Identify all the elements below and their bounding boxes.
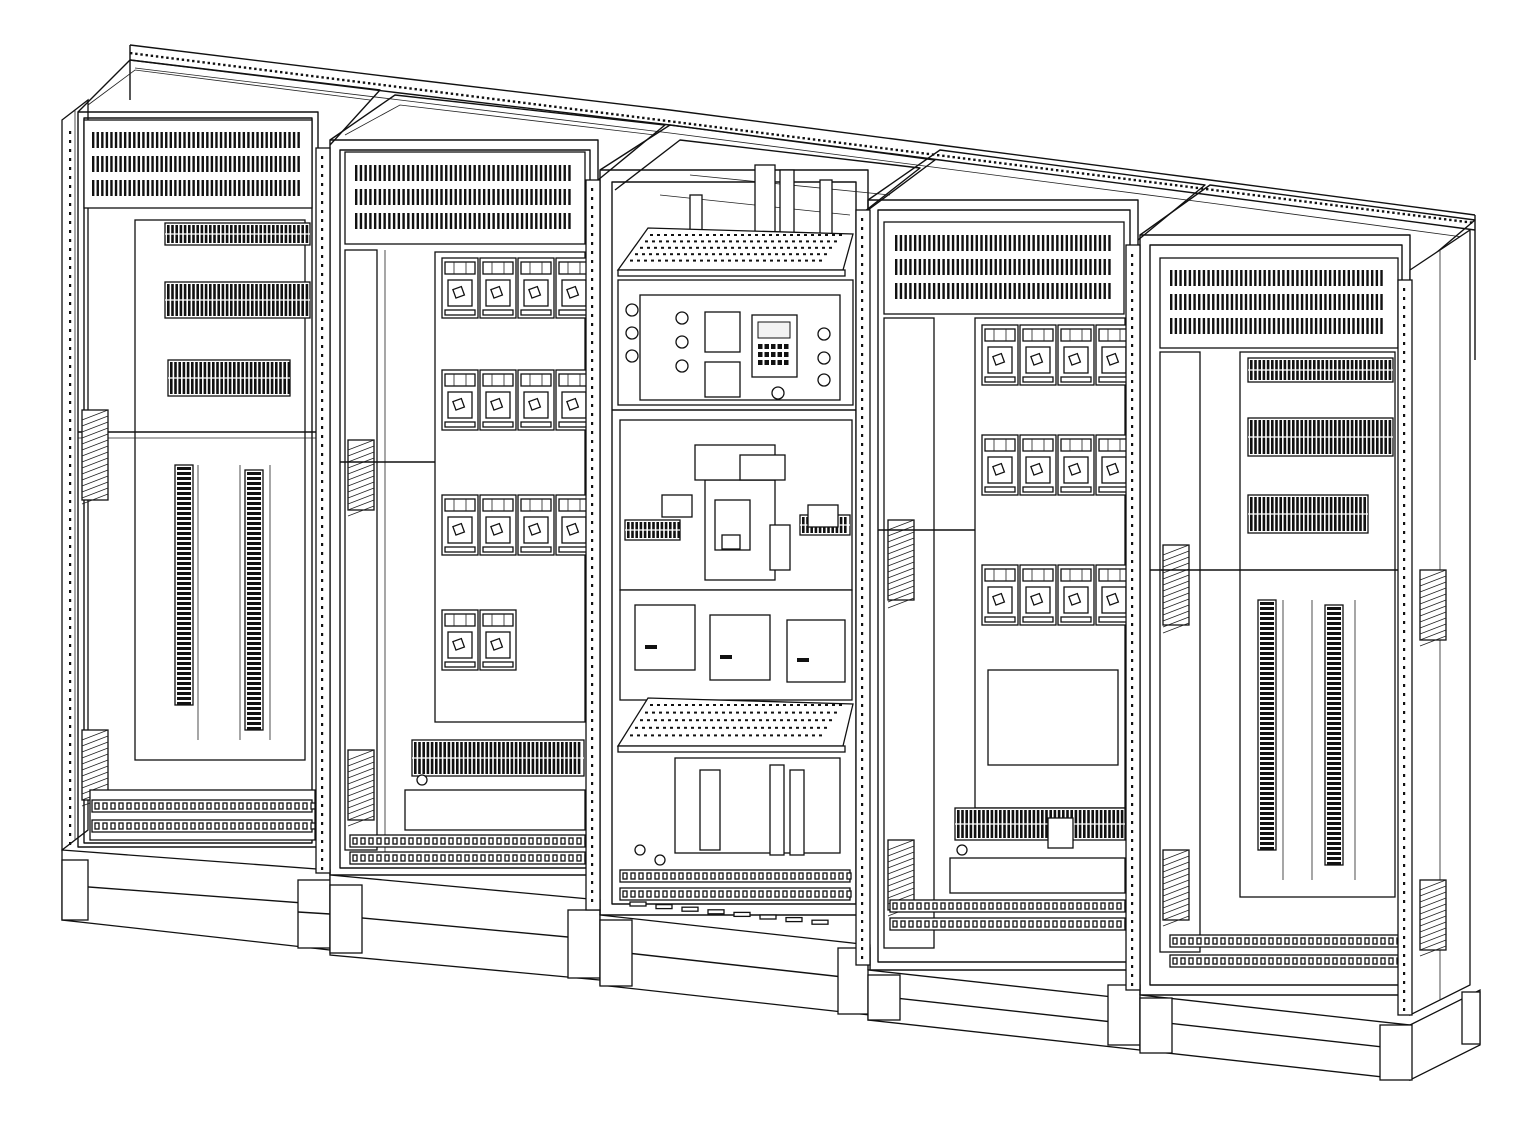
indicator-lamp-icon [817, 351, 831, 365]
bay-5-vertical-terminal-strip-2 [1324, 604, 1344, 866]
circuit-breaker-icon [441, 494, 479, 556]
circuit-breaker-icon [517, 257, 555, 319]
bay-2-terminal-rail [411, 739, 585, 777]
circuit-breaker-icon [1019, 434, 1057, 496]
analog-meter-icon [704, 311, 741, 353]
circuit-breaker-icon [479, 609, 517, 671]
circuit-breaker-icon [981, 564, 1019, 626]
bay-3-perforated-shelf-top [616, 227, 854, 277]
cabinet-bay-3 [599, 124, 936, 1016]
bay-3-control-panel [617, 279, 854, 406]
bay-5-terminal-rail-1 [1247, 357, 1394, 383]
indicator-lamp-icon [675, 335, 689, 349]
bay-1-terminal-rail-3 [167, 359, 291, 397]
frame-posts [315, 147, 1413, 1016]
bay-1-floor-rails [89, 789, 316, 841]
circuit-breaker-icon [1057, 434, 1095, 496]
indicator-lamp-icon [817, 373, 831, 387]
contactor-icon [634, 604, 696, 671]
bay-1-vertical-terminal-strip-1 [174, 464, 194, 706]
bay-3-perforated-shelf-bottom [616, 697, 854, 753]
bay-1-terminal-rail-1 [164, 222, 311, 246]
contactor-icon [786, 619, 846, 683]
analog-meter-icon [704, 361, 741, 398]
bay-4-terminal-rail [954, 807, 1126, 841]
indicator-lamp-icon [675, 359, 689, 373]
circuit-breaker-icon [479, 494, 517, 556]
circuit-breaker-icon [1057, 324, 1095, 386]
bay-5-vertical-terminal-strip-1 [1257, 599, 1277, 851]
bay-4-plinth [867, 969, 1141, 1051]
indicator-lamp-icon [625, 326, 639, 340]
circuit-breaker-icon [1019, 564, 1057, 626]
circuit-breaker-icon [441, 369, 479, 431]
bay-3-lower-terminals [634, 757, 841, 866]
bay-5-plinth [1139, 988, 1481, 1082]
bay-3-plinth [599, 901, 871, 1016]
indicator-lamp-icon [625, 303, 639, 317]
bay-1-vertical-terminal-strip-2 [244, 469, 264, 731]
bay-4-breaker-row-3 [981, 564, 1133, 626]
bay-1-plinth [61, 849, 331, 951]
circuit-breaker-icon [1057, 564, 1095, 626]
bay-2-breaker-row-3 [441, 494, 593, 556]
circuit-breaker-icon [981, 324, 1019, 386]
circuit-breaker-icon [479, 257, 517, 319]
circuit-breaker-icon [981, 434, 1019, 496]
circuit-breaker-icon [517, 494, 555, 556]
circuit-breaker-icon [441, 257, 479, 319]
indicator-lamp-icon [625, 349, 639, 363]
generated-detail-layer [69, 52, 1473, 1011]
contactor-icon [709, 614, 771, 681]
bay-2-vent-slots [355, 165, 571, 229]
indicator-lamp-icon [771, 386, 785, 400]
cabinet-bay-2 [329, 94, 666, 981]
circuit-breaker-icon [441, 609, 479, 671]
circuit-breaker-icon [479, 369, 517, 431]
cabinet-bay-5 [1139, 184, 1481, 1082]
bay-3-contactor-row [619, 589, 853, 701]
indicator-lamp-icon [817, 327, 831, 341]
bay-4-vent-slots [895, 235, 1111, 299]
bay-2-plinth [329, 874, 601, 981]
bay-5-terminal-rail-3 [1247, 494, 1369, 534]
cabinet-bay-4 [867, 149, 1206, 1051]
cabinet-bay-1 [61, 59, 381, 951]
bay-1-terminal-rail-2 [164, 281, 311, 319]
indicator-lamp-icon [675, 311, 689, 325]
circuit-breaker-icon [517, 369, 555, 431]
bay-5-terminal-rail-2 [1247, 417, 1394, 457]
bay-1-vent-slots [92, 132, 300, 196]
bay-3-main-breaker-assembly [619, 419, 853, 591]
circuit-breaker-icon [1019, 324, 1057, 386]
bay-2-breaker-row-4 [441, 609, 517, 671]
bay-5-vent-slots [1170, 270, 1383, 334]
